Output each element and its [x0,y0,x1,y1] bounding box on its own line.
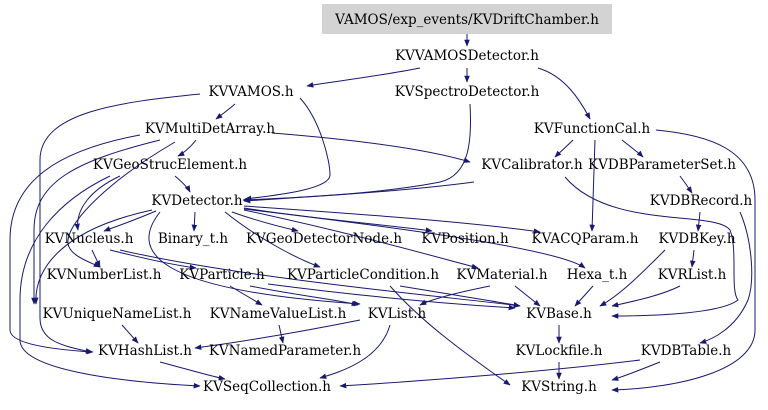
node-kvhashlist[interactable]: KVHashList.h [98,343,192,359]
edge-dbparamset-to-dbrecord [679,175,693,194]
edge-geostruc-to-nucleus [74,175,121,231]
edge-vamosdetector-to-vvamos [306,67,421,88]
node-kvnucleus[interactable]: KVNucleus.h [45,231,134,247]
edge-detector-to-binary [191,211,198,232]
edge-vamosdetector-to-functioncal [537,67,591,120]
edge-vvamos-to-multidet [215,103,236,120]
edge-functioncal-to-dbparamset [621,139,644,158]
node-kvparticlecondition[interactable]: KVParticleCondition.h [287,267,439,283]
dependency-edges [9,34,756,393]
node-kvrlist[interactable]: KVRList.h [658,267,727,283]
node-kvbase[interactable]: KVBase.h [526,306,592,322]
edge-functioncal-to-acqparam [589,139,596,232]
node-kvmaterial[interactable]: KVMaterial.h [456,267,548,283]
edge-detector-to-acqparam [243,205,541,234]
edge-geostruc-to-detector [174,175,191,193]
node-kvnamevaluelist[interactable]: KVNameValueList.h [210,306,347,322]
node-kvcalibrator[interactable]: KVCalibrator.h [481,157,583,173]
node-kvdbtable[interactable]: KVDBTable.h [641,343,732,359]
node-hexa-t[interactable]: Hexa_t.h [567,267,628,283]
node-kvspectrodetector[interactable]: KVSpectroDetector.h [395,84,540,100]
node-kvfunctioncal[interactable]: KVFunctionCal.h [534,121,651,137]
node-kvdbrecord[interactable]: KVDBRecord.h [650,193,753,209]
edge-uniquenamelist-to-hashlist [121,324,139,344]
edge-functioncal-to-calibrator [554,139,574,158]
node-kvgeostrucelement[interactable]: KVGeoStrucElement.h [93,157,247,173]
edge-multidet-to-numberlist [67,141,176,268]
edge-list-to-seqcollection [319,324,391,379]
edge-material-to-list [419,285,491,306]
node-kvseqcollection[interactable]: KVSeqCollection.h [203,379,331,395]
edge-material-to-base [514,285,541,307]
edge-nucleus-to-numberlist [91,249,101,268]
node-binary-t[interactable]: Binary_t.h [158,231,229,247]
node-kvmultidetarray[interactable]: KVMultiDetArray.h [145,121,275,137]
edge-dbtable-to-string [611,361,661,381]
node-kvdbparameterset[interactable]: KVDBParameterSet.h [588,157,736,173]
edge-multidet-to-calibrator [271,132,471,163]
edge-multidet-to-uniquenamelist [31,139,161,305]
node-kvnumberlist[interactable]: KVNumberList.h [47,267,162,283]
edge-detector-to-particlecond [224,211,321,268]
edge-vvamos-to-detector [244,97,331,202]
edge-multidet-to-hashlist [9,134,141,355]
edge-detector-to-list [148,211,361,307]
edge-dbrecord-to-dbtable [699,211,753,344]
node-kvstring[interactable]: KVString.h [521,379,597,395]
edge-particle-to-namevaluelist [229,285,263,306]
edge-detector-to-uniquenamelist [32,209,153,305]
edge-particlecond-to-base [399,285,521,308]
edge-particlecond-to-string [389,285,511,386]
node-labels: VAMOS/exp_events/KVDriftChamber.h KVVAMO… [43,12,753,395]
node-root[interactable]: VAMOS/exp_events/KVDriftChamber.h [334,12,599,28]
edge-multidet-to-geostruc [177,139,197,157]
edge-namevaluelist-to-namedparam [278,324,285,344]
edge-nucleus-to-base [119,249,521,308]
edge-detector-to-position [243,207,433,233]
edge-vvamos-to-nucleus [39,93,201,354]
edge-dbkey-to-base [599,249,666,307]
node-kvuniquenamelist[interactable]: KVUniqueNameList.h [43,306,192,322]
node-kvlockfile[interactable]: KVLockfile.h [516,343,603,359]
node-kvvamosdetector[interactable]: KVVAMOSDetector.h [395,48,539,64]
edge-detector-to-hexa [243,208,586,269]
node-kvparticle[interactable]: KVParticle.h [179,267,265,283]
edge-calibrator-to-detector [243,181,475,204]
edge-detector-to-nucleus [103,210,157,232]
node-kvlist[interactable]: KVList.h [368,306,427,322]
edge-detector-to-geodetnode [231,211,299,233]
edge-dbkey-to-rlist [689,249,696,268]
edge-detector-to-material [243,209,479,270]
node-kvnamedparameter[interactable]: KVNamedParameter.h [209,343,362,359]
edge-dbtable-to-seqcollection [339,359,641,389]
node-kvgeodetectornode[interactable]: KVGeoDetectorNode.h [246,231,402,247]
edge-nucleus-to-particle [109,249,197,270]
edge-geostruc-to-seqcollection [19,175,201,389]
root-node-box [322,4,612,34]
edge-hashlist-to-seqcollection [159,361,226,381]
node-kvacqparam[interactable]: KVACQParam.h [532,231,639,247]
node-kvposition[interactable]: KVPosition.h [421,231,509,247]
edge-spectro-to-detector [242,103,472,203]
edge-hexa-to-base [574,285,594,307]
node-kvdetector[interactable]: KVDetector.h [151,193,242,209]
edge-functioncal-to-string [611,129,756,393]
edge-list-to-hashlist [194,319,361,350]
node-kvdbkey[interactable]: KVDBKey.h [658,231,735,247]
edge-calibrator-to-base [564,176,739,319]
edge-dbrecord-to-dbkey [695,211,702,232]
edge-particle-to-list [249,285,359,307]
edge-rlist-to-base [611,285,681,308]
node-kvvamos[interactable]: KVVAMOS.h [208,84,293,100]
